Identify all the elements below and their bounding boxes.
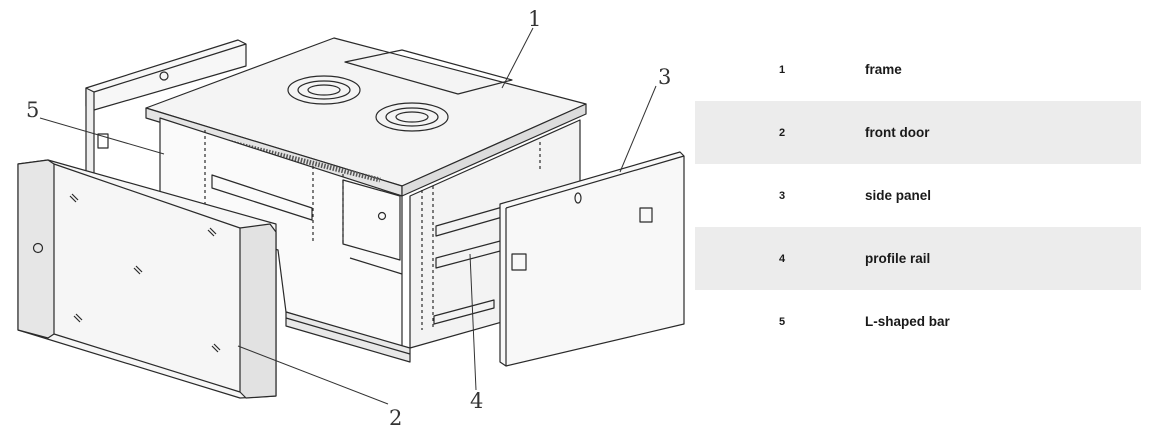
part-name: profile rail bbox=[865, 251, 931, 266]
leader-line-1 bbox=[501, 27, 534, 89]
table-row: 1 frame bbox=[695, 38, 1141, 101]
part-number: 5 bbox=[779, 315, 786, 328]
part-number: 2 bbox=[779, 126, 786, 139]
part-name: frame bbox=[865, 62, 902, 77]
leader-line-5 bbox=[39, 117, 165, 155]
table-row: 3 side panel bbox=[695, 164, 1141, 227]
part-number: 4 bbox=[779, 252, 786, 265]
callout-number-2: 2 bbox=[389, 406, 402, 430]
callout-number-3: 3 bbox=[658, 65, 671, 89]
callout-number-1: 1 bbox=[528, 7, 541, 31]
leader-line-3 bbox=[619, 85, 657, 173]
part-name: L-shaped bar bbox=[865, 314, 950, 329]
callout-number-4: 4 bbox=[470, 389, 483, 413]
part-name: front door bbox=[865, 125, 930, 140]
table-row: 2 front door bbox=[695, 101, 1141, 164]
leader-line-2 bbox=[237, 345, 389, 405]
right-side-panel bbox=[499, 151, 685, 367]
fan-right bbox=[375, 102, 449, 132]
exploded-cabinet-diagram: 1 2 3 4 5 bbox=[17, 7, 685, 430]
part-number: 1 bbox=[779, 63, 786, 76]
part-number: 3 bbox=[779, 189, 786, 202]
front-door bbox=[17, 159, 277, 399]
part-name: side panel bbox=[865, 188, 932, 203]
fan-left bbox=[287, 75, 361, 105]
parts-legend-table: 1 frame 2 front door 3 side panel 4 prof… bbox=[695, 38, 1141, 353]
callout-number-5: 5 bbox=[26, 98, 39, 122]
cabinet-frame bbox=[145, 37, 587, 363]
table-row: 5 L-shaped bar bbox=[695, 290, 1141, 353]
leader-line-4 bbox=[469, 253, 477, 391]
table-row: 4 profile rail bbox=[695, 227, 1141, 290]
